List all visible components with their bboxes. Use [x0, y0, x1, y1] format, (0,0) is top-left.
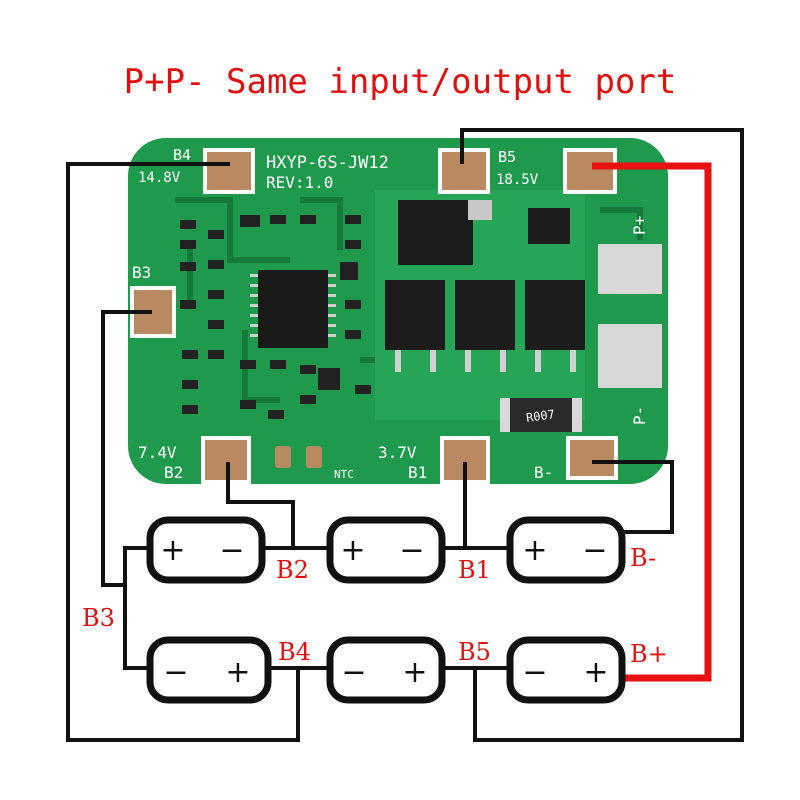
pminus-connector: [598, 324, 662, 388]
cell-top-2-minus: −: [399, 533, 424, 568]
silk-b2-voltage: 7.4V: [138, 443, 177, 462]
label-bplus: B+: [630, 640, 668, 668]
wire-b3: [101, 310, 152, 587]
label-b3: B3: [82, 604, 115, 632]
silk-b4: B4: [173, 146, 191, 164]
wire-b3-link: [123, 546, 150, 670]
silk-pminus: P-: [630, 406, 649, 425]
wire-bminus: [592, 460, 674, 534]
silk-b5-voltage: 18.5V: [496, 172, 539, 188]
ntc-pad-2: [306, 446, 322, 468]
cell-bottom-3-minus: −: [522, 655, 547, 690]
silk-b5: B5: [498, 148, 516, 166]
cell-top-1-minus: −: [219, 533, 244, 568]
battery-cells: + − + − + − − + − + − +: [146, 516, 626, 704]
silk-pplus: P+: [630, 216, 649, 235]
silk-b1-voltage: 3.7V: [378, 443, 417, 462]
cell-top-1-plus: +: [160, 533, 185, 568]
pad-b3: [130, 286, 176, 338]
pad-bminus: [566, 436, 618, 480]
label-b5: B5: [458, 638, 491, 666]
silk-rev: REV:1.0: [266, 173, 333, 192]
silk-b2: B2: [164, 463, 183, 482]
silk-bminus: B-: [534, 463, 553, 482]
cell-top-3-minus: −: [582, 533, 607, 568]
cell-bottom-1-minus: −: [163, 655, 188, 690]
silk-b3-voltage: 11.1V: [86, 288, 105, 337]
cell-top-1: + −: [146, 516, 266, 584]
cell-top-2-plus: +: [340, 533, 365, 568]
diagram-title: P+P- Same input/output port: [123, 62, 677, 102]
cell-bottom-1-plus: +: [225, 655, 250, 690]
resistor-label: R007: [525, 407, 556, 425]
label-bminus: B-: [630, 544, 656, 572]
wire-b5: [460, 128, 744, 742]
silk-ntc: NTC: [334, 468, 354, 481]
cell-bottom-2-plus: +: [402, 655, 427, 690]
silk-b3: B3: [132, 263, 151, 282]
cell-bottom-3: − +: [506, 636, 626, 704]
cell-bottom-2: − +: [326, 636, 446, 704]
label-b4: B4: [278, 638, 311, 666]
cell-bottom-3-plus: +: [583, 655, 608, 690]
black-wires: [66, 128, 744, 742]
cell-bottom-2-minus: −: [341, 655, 366, 690]
cell-bottom-1: − +: [146, 636, 272, 704]
cell-top-2: + −: [326, 516, 446, 584]
pcb-board: R007 B4 14.8V HXYP-6S-JW12 REV:1.0 B5 18…: [86, 138, 668, 484]
cell-top-3: + −: [506, 516, 626, 584]
pplus-connector: [598, 244, 662, 294]
wire-b4: [66, 162, 300, 742]
silk-b1: B1: [408, 463, 427, 482]
ntc-pad-1: [275, 446, 291, 468]
cell-top-3-plus: +: [522, 533, 547, 568]
pad-b4: [203, 148, 255, 194]
wiring-labels: B2 B1 B- B3 B4 B5 B+: [82, 544, 668, 668]
label-b1: B1: [458, 556, 491, 584]
pad-b2: [201, 436, 251, 484]
mosfet-group: [385, 200, 585, 372]
sense-resistor: [500, 398, 582, 432]
wire-bplus-red: [592, 162, 712, 682]
silk-b4-voltage: 14.8V: [138, 170, 181, 186]
wire-b2: [226, 462, 295, 548]
label-b2: B2: [276, 556, 309, 584]
pad-pplus: [563, 148, 617, 194]
silk-model: HXYP-6S-JW12: [266, 153, 389, 173]
